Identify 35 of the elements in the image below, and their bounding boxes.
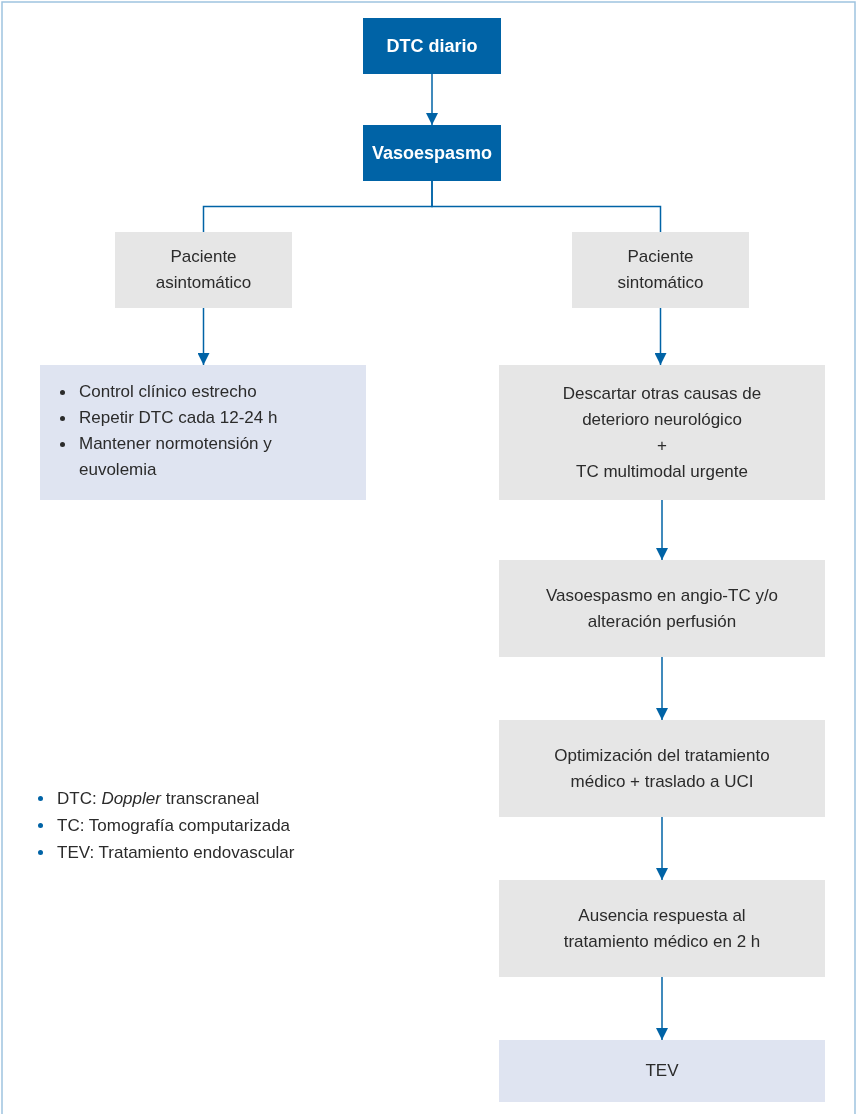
arrow	[656, 499, 668, 561]
process-box	[499, 720, 825, 817]
arrow	[426, 73, 438, 126]
node-text: Paciente asintomático	[155, 246, 252, 294]
node-text: Paciente sintomático	[616, 246, 705, 294]
node-text: Descartar otras causas de deterioro neurológico	[561, 382, 763, 431]
list-item: Repetir DTC cada 12-24 h	[79, 407, 278, 429]
node-text: Vasoespasmo	[371, 142, 493, 165]
abbreviation-note: DTC: Doppler transcraneal	[57, 788, 260, 810]
arrow	[656, 976, 668, 1041]
node-text: TEV	[645, 1060, 679, 1082]
node-text: Optimización del tratamiento médico + traslado a UCI	[553, 744, 771, 793]
process-box	[499, 1040, 825, 1102]
node-text: Vasoespasmo en angio-TC y/o alteración perfusión	[544, 584, 780, 633]
list-item: Control clínico estrecho	[79, 381, 257, 403]
process-box	[499, 880, 825, 977]
process-box	[115, 232, 292, 308]
node-text: +	[657, 434, 667, 457]
connector-line	[431, 180, 662, 233]
process-box	[572, 232, 749, 308]
node-text: DTC diario	[386, 35, 478, 58]
process-box	[499, 365, 825, 500]
process-box	[499, 560, 825, 657]
list-item: Mantener normotensión y euvolemia	[79, 433, 273, 481]
node-text: Ausencia respuesta al tratamiento médico en 2 h	[562, 904, 762, 953]
arrow	[197, 307, 210, 366]
arrow	[656, 656, 668, 721]
header-box	[363, 125, 501, 181]
node-text: TC multimodal urgente	[576, 460, 748, 483]
header-box	[363, 18, 501, 74]
process-box	[40, 365, 366, 500]
abbreviation-note: TC: Tomografía computarizada	[57, 815, 291, 837]
arrow	[654, 307, 667, 366]
arrow	[656, 816, 668, 881]
abbreviation-note: TEV: Tratamiento endovascular	[57, 842, 295, 864]
